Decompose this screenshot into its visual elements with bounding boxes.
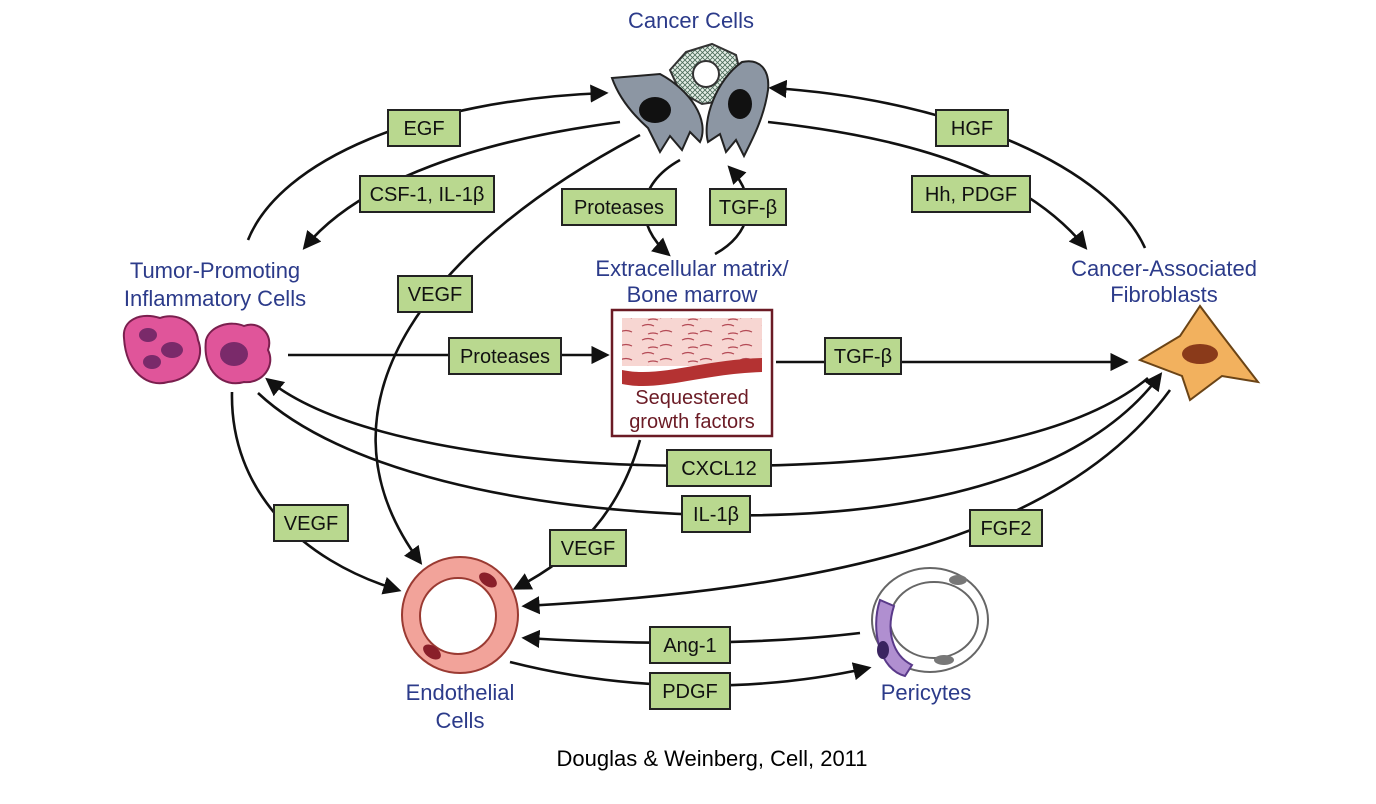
ecm-caption-1: Sequestered: [635, 387, 748, 409]
label-endothelial-1: Endothelial: [406, 680, 515, 705]
citation: Douglas & Weinberg, Cell, 2011: [556, 746, 867, 771]
arrow-vegf-cancer: [374, 133, 641, 565]
signal-vegf-inflam: VEGF: [273, 504, 349, 542]
label-pericytes: Pericytes: [881, 680, 971, 705]
endothelial-cell-icon: [401, 556, 519, 674]
signal-csf1-il1b: CSF-1, IL-1β: [359, 175, 495, 213]
label-caf-2: Fibroblasts: [1110, 282, 1218, 307]
signal-tgfb-mid: TGF-β: [824, 337, 902, 375]
signal-il1b: IL-1β: [681, 495, 751, 533]
arrow-hh-pdgf: [767, 120, 1088, 250]
arrow-fgf2: [521, 389, 1172, 615]
pericyte-icon: [871, 567, 989, 678]
signal-cxcl12-label: CXCL12: [681, 458, 757, 480]
arrows: [230, 79, 1172, 687]
label-cancer-cells: Cancer Cells: [628, 8, 754, 33]
signal-pdgf-label: PDGF: [662, 681, 718, 703]
label-caf-1: Cancer-Associated: [1071, 256, 1257, 281]
signal-proteases-mid-label: Proteases: [460, 346, 550, 368]
signal-pdgf: PDGF: [649, 672, 731, 710]
ecm-panel: [610, 308, 774, 438]
arrow-hgf: [768, 79, 1147, 249]
fibroblast-icon: [1137, 304, 1261, 402]
signal-egf-label: EGF: [403, 118, 444, 140]
arrow-vegf-inflam: [230, 391, 402, 595]
signal-vegf-cancer: VEGF: [397, 275, 473, 313]
label-ecm-2: Bone marrow: [627, 282, 758, 307]
signal-proteases-top: Proteases: [561, 188, 677, 226]
signal-tgfb-top-label: TGF-β: [719, 197, 777, 219]
signal-hh-pdgf-label: Hh, PDGF: [925, 184, 1017, 206]
ecm-caption-2: growth factors: [629, 411, 755, 433]
signal-hh-pdgf: Hh, PDGF: [911, 175, 1031, 213]
signal-ang1: Ang-1: [649, 626, 731, 664]
signal-cxcl12: CXCL12: [666, 449, 772, 487]
cancer-cells-icon: [610, 42, 770, 159]
inflammatory-cells-icon: [122, 315, 272, 385]
label-endothelial-2: Cells: [436, 708, 485, 733]
arrow-csf1: [302, 120, 621, 250]
signal-ang1-label: Ang-1: [663, 635, 716, 657]
label-inflammatory-1: Tumor-Promoting: [130, 258, 300, 283]
signal-vegf-cancer-label: VEGF: [408, 284, 462, 306]
signal-il1b-label: IL-1β: [693, 504, 739, 526]
arrow-egf: [246, 84, 609, 241]
label-inflammatory-2: Inflammatory Cells: [124, 286, 306, 311]
arrow-cxcl12: [265, 377, 1149, 468]
signal-hgf-label: HGF: [951, 118, 993, 140]
signal-fgf2-label: FGF2: [980, 518, 1031, 540]
arrow-vegf-ecm: [512, 439, 642, 590]
signal-vegf-ecm-label: VEGF: [561, 538, 615, 560]
signal-hgf: HGF: [935, 109, 1009, 147]
signal-tgfb-mid-label: TGF-β: [834, 346, 892, 368]
signal-csf1-il1b-label: CSF-1, IL-1β: [370, 184, 485, 206]
signal-proteases-top-label: Proteases: [574, 197, 664, 219]
label-ecm-1: Extracellular matrix/: [595, 256, 789, 281]
signal-fgf2: FGF2: [969, 509, 1043, 547]
signal-egf: EGF: [387, 109, 461, 147]
signal-vegf-inflam-label: VEGF: [284, 513, 338, 535]
signal-vegf-ecm: VEGF: [549, 529, 627, 567]
signal-tgfb-top: TGF-β: [709, 188, 787, 226]
signal-proteases-mid: Proteases: [448, 337, 562, 375]
